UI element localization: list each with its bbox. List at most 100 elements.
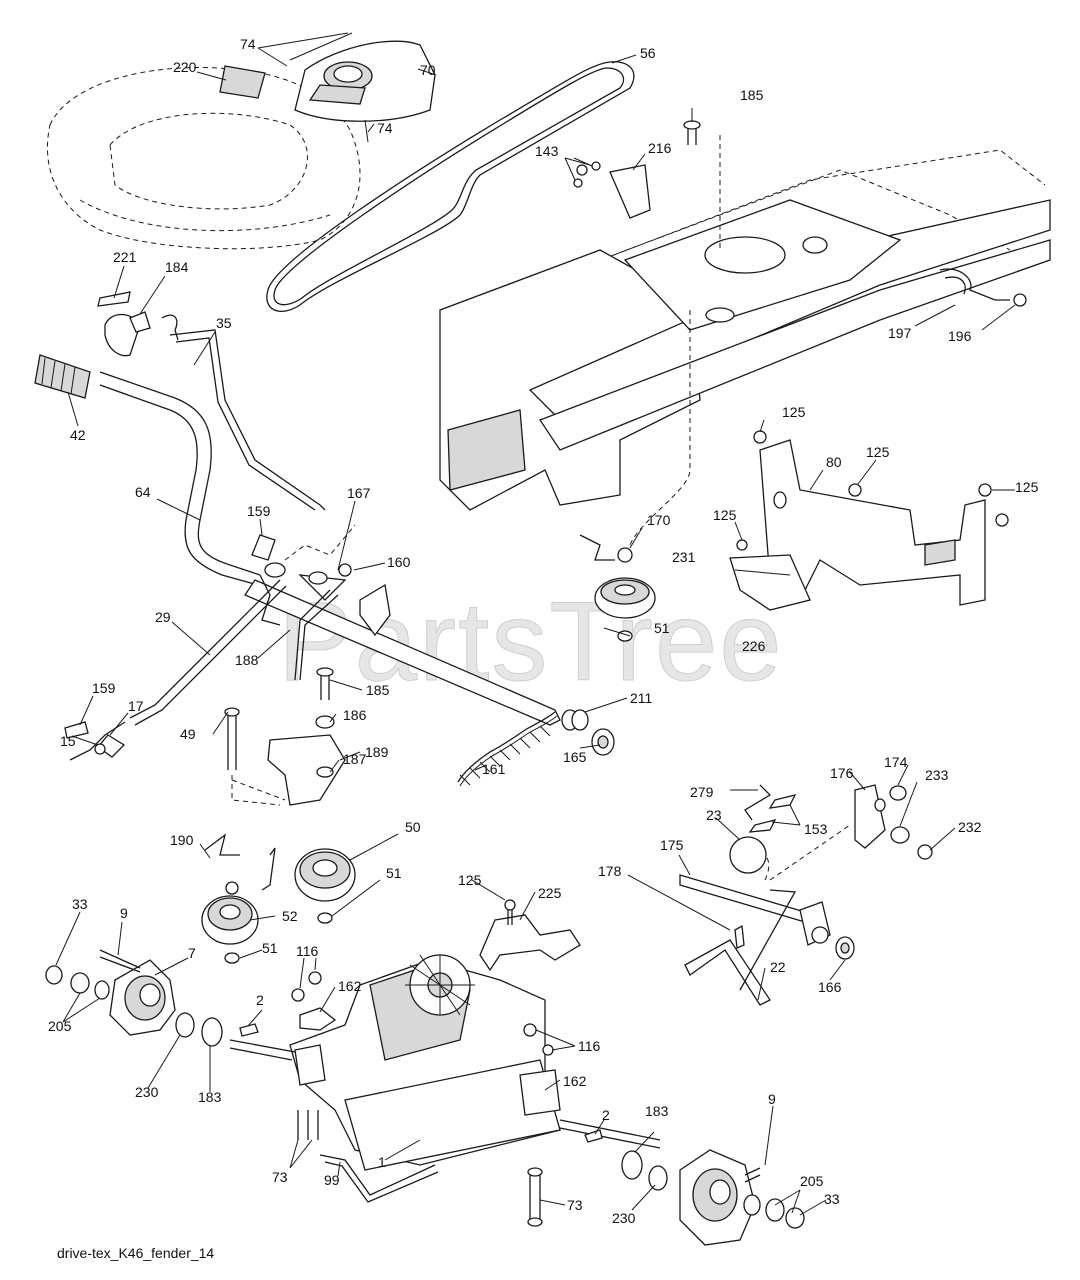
callout-51-c: 51 bbox=[262, 940, 278, 956]
callout-221: 221 bbox=[113, 249, 137, 265]
callout-153: 153 bbox=[804, 821, 828, 837]
bushing-211-washer-165 bbox=[561, 709, 615, 756]
callout-29: 29 bbox=[155, 609, 171, 625]
callout-74-lower: 74 bbox=[377, 120, 393, 136]
callout-51-a: 51 bbox=[654, 620, 670, 636]
callout-22: 22 bbox=[770, 959, 786, 975]
callout-56: 56 bbox=[640, 45, 656, 61]
callout-225: 225 bbox=[538, 885, 562, 901]
callout-17: 17 bbox=[128, 698, 144, 714]
shaft-assembly-22 bbox=[679, 854, 855, 1006]
callout-184: 184 bbox=[165, 259, 189, 275]
callout-50: 50 bbox=[405, 819, 421, 835]
callout-70: 70 bbox=[420, 62, 436, 78]
callout-2-right: 2 bbox=[602, 1107, 610, 1123]
callout-125-c: 125 bbox=[1015, 479, 1039, 495]
callout-1: 1 bbox=[378, 1154, 386, 1170]
rod-99 bbox=[319, 1154, 439, 1203]
callout-187: 187 bbox=[343, 751, 367, 767]
callout-211: 211 bbox=[630, 690, 653, 706]
callout-159-a: 159 bbox=[247, 503, 271, 519]
bracket-225 bbox=[479, 899, 581, 972]
callout-232: 232 bbox=[958, 819, 982, 835]
callout-183-right: 183 bbox=[645, 1103, 669, 1119]
callout-116-a: 116 bbox=[296, 943, 319, 959]
callout-175: 175 bbox=[660, 837, 684, 853]
leader-lines bbox=[55, 32, 1016, 1216]
callout-33-left: 33 bbox=[72, 896, 88, 912]
hub-left bbox=[45, 949, 223, 1047]
bracket-226 bbox=[729, 554, 811, 611]
callout-230-right: 230 bbox=[612, 1210, 636, 1226]
bracket-216 bbox=[564, 157, 651, 219]
callout-80: 80 bbox=[826, 454, 842, 470]
callout-33-right: 33 bbox=[824, 1191, 840, 1207]
callout-116-b: 116 bbox=[578, 1038, 601, 1054]
frame bbox=[439, 135, 1051, 546]
callout-74-top: 74 bbox=[240, 36, 256, 52]
callout-2-left: 2 bbox=[256, 992, 264, 1008]
hub-right bbox=[621, 1149, 805, 1246]
callout-189: 189 bbox=[365, 744, 389, 760]
callout-226: 226 bbox=[742, 638, 766, 654]
callout-99: 99 bbox=[324, 1172, 340, 1188]
callout-178: 178 bbox=[598, 863, 622, 879]
callout-174: 174 bbox=[884, 754, 908, 770]
callout-162-a: 162 bbox=[338, 978, 362, 994]
callout-196: 196 bbox=[948, 328, 972, 344]
callout-15: 15 bbox=[60, 733, 76, 749]
callout-220: 220 bbox=[173, 59, 197, 75]
callout-216: 216 bbox=[648, 140, 672, 156]
callout-64: 64 bbox=[135, 484, 151, 500]
callout-205-right: 205 bbox=[800, 1173, 824, 1189]
callout-125-d: 125 bbox=[713, 507, 737, 523]
callout-197: 197 bbox=[888, 325, 912, 341]
callout-183-left: 183 bbox=[198, 1089, 222, 1105]
cross-shaft bbox=[244, 524, 561, 726]
pin-185-top bbox=[683, 120, 701, 145]
callout-231: 231 bbox=[672, 549, 696, 565]
callout-51-b: 51 bbox=[386, 865, 402, 881]
callout-160: 160 bbox=[387, 554, 411, 570]
callout-73-left: 73 bbox=[272, 1169, 288, 1185]
callout-7-left: 7 bbox=[188, 945, 196, 961]
callout-23: 23 bbox=[706, 807, 722, 823]
idler-pulley-231 bbox=[579, 534, 656, 642]
transaxle bbox=[229, 954, 661, 1171]
callout-186: 186 bbox=[343, 707, 367, 723]
callout-167: 167 bbox=[347, 485, 371, 501]
spring-161 bbox=[457, 711, 558, 787]
linkage-279 bbox=[729, 784, 933, 881]
callout-185-mid: 185 bbox=[366, 682, 390, 698]
pulley-50 bbox=[294, 848, 356, 924]
callout-166: 166 bbox=[818, 979, 842, 995]
clip-221-cap-184 bbox=[97, 291, 179, 357]
fender-console bbox=[219, 32, 436, 143]
callout-35: 35 bbox=[216, 315, 232, 331]
callout-9-right: 9 bbox=[768, 1091, 776, 1107]
diagram-caption: drive-tex_K46_fender_14 bbox=[57, 1245, 214, 1261]
callout-170: 170 bbox=[647, 512, 671, 528]
callout-161: 161 bbox=[482, 761, 506, 777]
rod-197 bbox=[939, 268, 1027, 307]
callout-230-left: 230 bbox=[135, 1084, 159, 1100]
callout-52: 52 bbox=[282, 908, 298, 924]
idler-bracket-189 bbox=[224, 667, 346, 806]
bolt-73-lower bbox=[527, 1167, 543, 1227]
callout-125-b: 125 bbox=[866, 444, 890, 460]
seat bbox=[46, 67, 361, 250]
callout-205-left: 205 bbox=[48, 1018, 72, 1034]
callout-159-b: 159 bbox=[92, 680, 116, 696]
drive-belt bbox=[266, 61, 635, 312]
rod-29 bbox=[64, 579, 287, 761]
callout-279: 279 bbox=[690, 784, 714, 800]
callout-9-left: 9 bbox=[120, 905, 128, 921]
pulley-52 bbox=[201, 833, 276, 964]
callout-143: 143 bbox=[535, 143, 559, 159]
callout-233: 233 bbox=[925, 767, 949, 783]
callout-73-right: 73 bbox=[567, 1197, 583, 1213]
bracket-80 bbox=[736, 430, 1009, 606]
callout-125-a: 125 bbox=[782, 404, 806, 420]
rod-35 bbox=[169, 329, 326, 511]
